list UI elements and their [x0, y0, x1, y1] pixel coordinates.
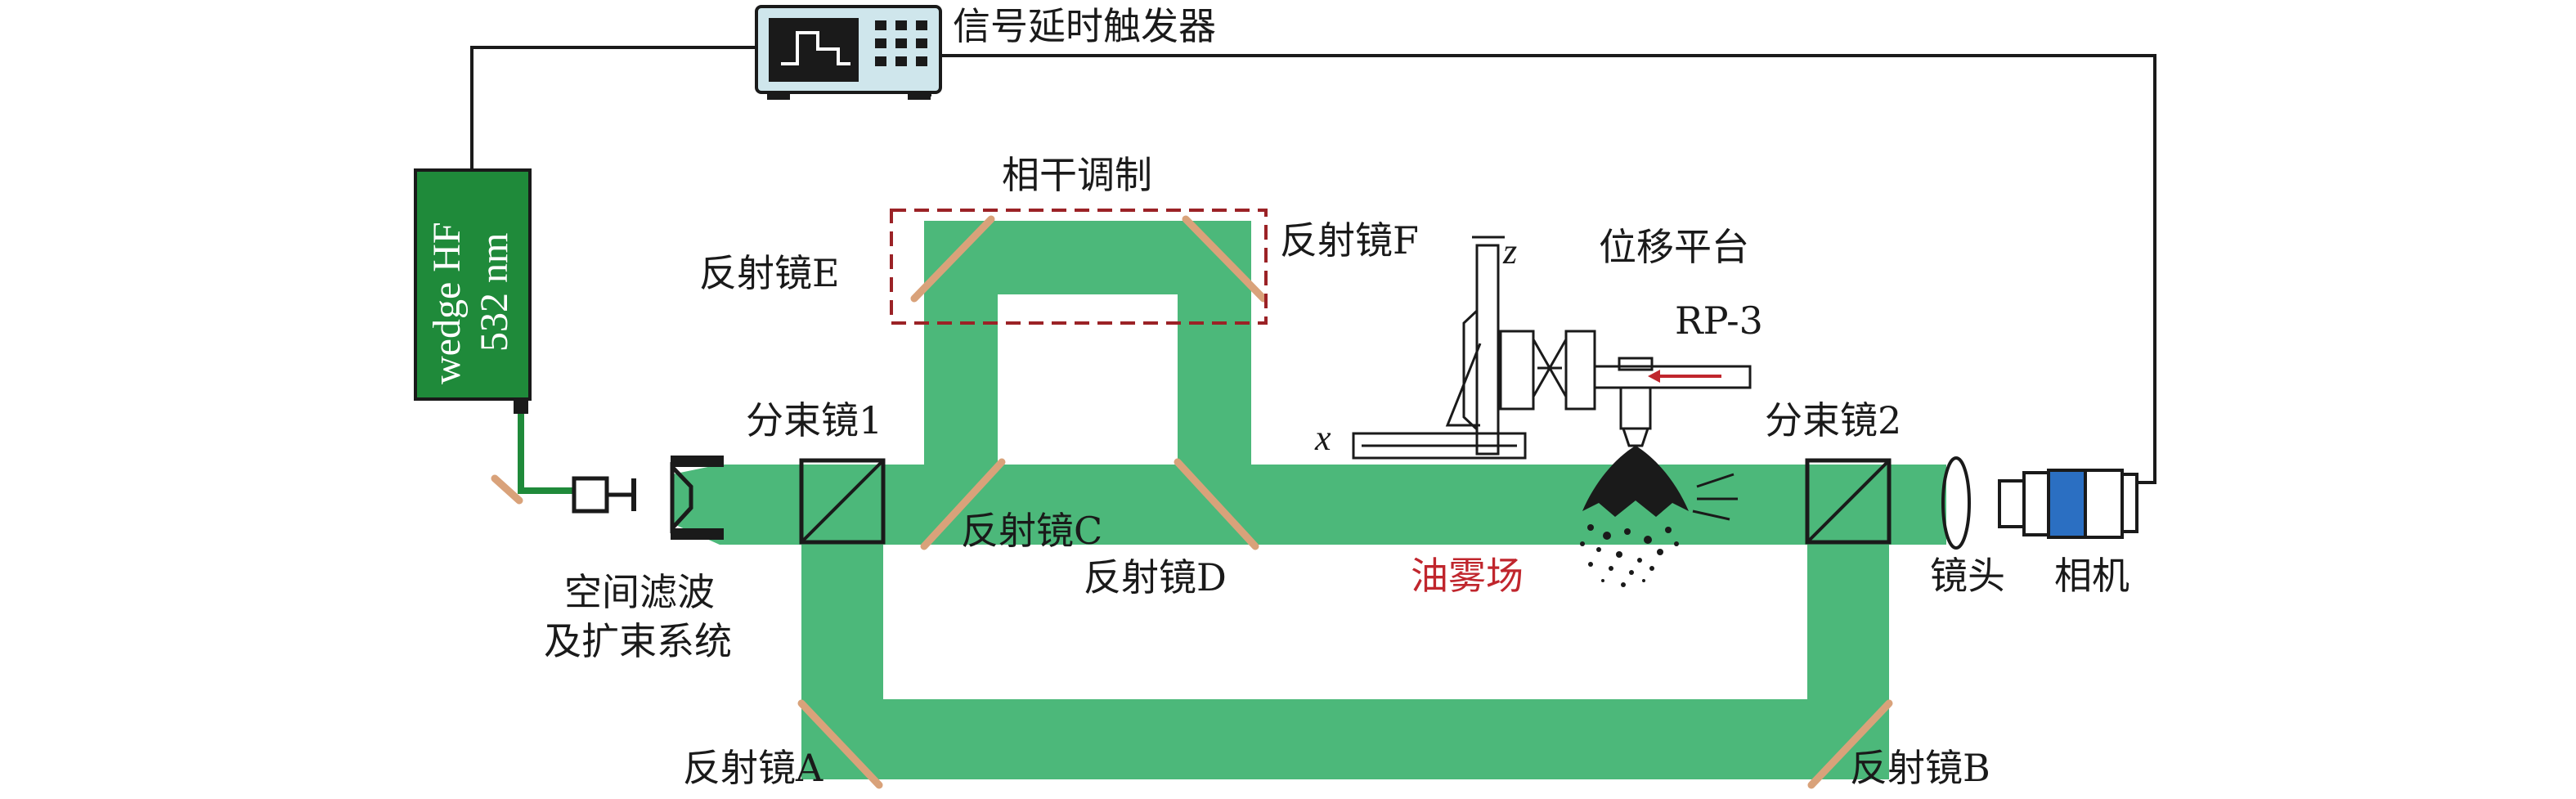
camera-icon	[1998, 469, 2138, 539]
mirror-c-icon	[920, 458, 1006, 550]
lens-label: 镜头	[1930, 554, 2005, 598]
mirrors	[491, 215, 1893, 789]
mirror-f-label: 反射镜F	[1280, 218, 1419, 263]
beam-splitter-2-icon	[1805, 458, 1892, 545]
laser-label-1: wedge HF	[425, 222, 469, 384]
laser-icon	[414, 168, 572, 494]
beam-splitter-1-icon	[799, 458, 886, 545]
pinhole-filter-icon	[572, 456, 724, 545]
mirror-a-icon	[797, 699, 883, 789]
laser-label-2: 532 nm	[473, 233, 516, 352]
axis-z-label: z	[1502, 231, 1517, 272]
mirror-d-label: 反射镜D	[1084, 555, 1227, 599]
mirror-e-label: 反射镜E	[699, 251, 840, 295]
mirror-a-label: 反射镜A	[683, 746, 824, 790]
spray-icon	[1580, 446, 1738, 587]
mirror-e-icon	[910, 215, 995, 303]
nozzle-icon	[1619, 370, 1721, 447]
mirror-c-label: 反射镜C	[961, 509, 1102, 553]
filter-label-2: 及扩束系统	[544, 619, 732, 663]
mirror-laser-icon	[491, 474, 523, 505]
lens-icon	[1941, 456, 1971, 550]
mirror-f-icon	[1182, 215, 1268, 303]
trigger-device-icon	[755, 5, 942, 100]
spray-label: 油雾场	[1411, 554, 1524, 598]
modulation-box	[890, 209, 1268, 325]
stage-label: 位移平台	[1599, 225, 1749, 269]
nozzle-label: RP-3	[1675, 299, 1763, 343]
modulation-label: 相干调制	[1002, 153, 1152, 197]
filter-label-1: 空间滤波	[564, 570, 715, 614]
mirror-b-label: 反射镜B	[1850, 746, 1990, 790]
axis-x-label: x	[1314, 418, 1331, 458]
trigger-label: 信号延时触发器	[953, 4, 1216, 48]
splitter-2-label: 分束镜2	[1765, 398, 1901, 442]
mirror-b-icon	[1807, 699, 1893, 789]
splitter-1-label: 分束镜1	[746, 398, 882, 442]
translation-stage-icon	[1352, 236, 1752, 460]
camera-label: 相机	[2054, 554, 2129, 598]
mirror-d-icon	[1174, 458, 1259, 550]
